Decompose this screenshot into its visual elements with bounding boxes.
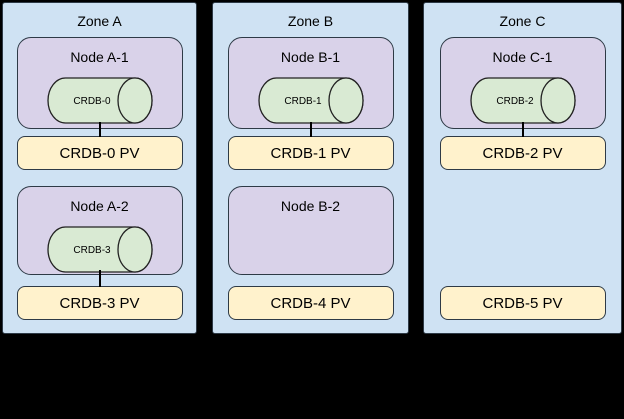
crdb-1-connector-line — [309, 122, 312, 137]
crdb-5-pv-label: CRDB-5 PV — [482, 294, 563, 312]
crdb-3-cylinder-label: CRDB-3 — [73, 245, 111, 256]
crdb-3-pv: CRDB-3 PV — [16, 286, 183, 320]
crdb-4-pv-label: CRDB-4 PV — [270, 294, 351, 312]
crdb-2-pv-label: CRDB-2 PV — [482, 144, 563, 162]
crdb-0-pv-label: CRDB-0 PV — [59, 144, 140, 162]
crdb-0-pv: CRDB-0 PV — [16, 136, 183, 170]
zone-c-panel: Zone C Node C-1 CRDB-2 CRDB-2 PV CRDB-5 … — [423, 2, 622, 334]
node-a-1: Node A-1 CRDB-0 — [16, 37, 183, 129]
crdb-1-pv: CRDB-1 PV — [227, 136, 394, 170]
zone-c-label: Zone C — [499, 13, 546, 29]
crdb-2-pv: CRDB-2 PV — [439, 136, 606, 170]
node-a-1-label: Node A-1 — [70, 49, 129, 65]
crdb-0-cylinder: CRDB-0 — [46, 77, 153, 124]
node-b-1-label: Node B-1 — [280, 49, 341, 65]
zone-b-label: Zone B — [287, 13, 334, 29]
node-b-2-label: Node B-2 — [280, 198, 341, 214]
zone-a-panel: Zone A Node A-1 CRDB-0 CRDB-0 PV Node A-… — [2, 2, 197, 334]
zone-a-label: Zone A — [77, 13, 122, 29]
crdb-2-cylinder-label: CRDB-2 — [496, 96, 534, 107]
node-c-1-label: Node C-1 — [492, 49, 553, 65]
crdb-1-cylinder: CRDB-1 — [257, 77, 364, 124]
crdb-2-cylinder: CRDB-2 — [469, 77, 576, 124]
crdb-0-connector-line — [98, 122, 101, 137]
node-a-2-label: Node A-2 — [70, 198, 129, 214]
crdb-3-cylinder: CRDB-3 — [46, 226, 153, 273]
node-b-1: Node B-1 CRDB-1 — [227, 37, 394, 129]
zone-b-panel: Zone B Node B-1 CRDB-1 CRDB-1 PV Node B-… — [212, 2, 409, 334]
crdb-2-connector-line — [521, 122, 524, 137]
crdb-4-pv: CRDB-4 PV — [227, 286, 394, 320]
node-c-1: Node C-1 CRDB-2 — [439, 37, 606, 129]
crdb-3-connector-line — [98, 270, 101, 287]
crdb-3-pv-label: CRDB-3 PV — [59, 294, 140, 312]
crdb-1-pv-label: CRDB-1 PV — [270, 144, 351, 162]
crdb-0-cylinder-label: CRDB-0 — [73, 96, 111, 107]
node-a-2: Node A-2 CRDB-3 — [16, 186, 183, 275]
node-b-2: Node B-2 — [227, 186, 394, 275]
crdb-5-pv: CRDB-5 PV — [439, 286, 606, 320]
crdb-1-cylinder-label: CRDB-1 — [284, 96, 322, 107]
